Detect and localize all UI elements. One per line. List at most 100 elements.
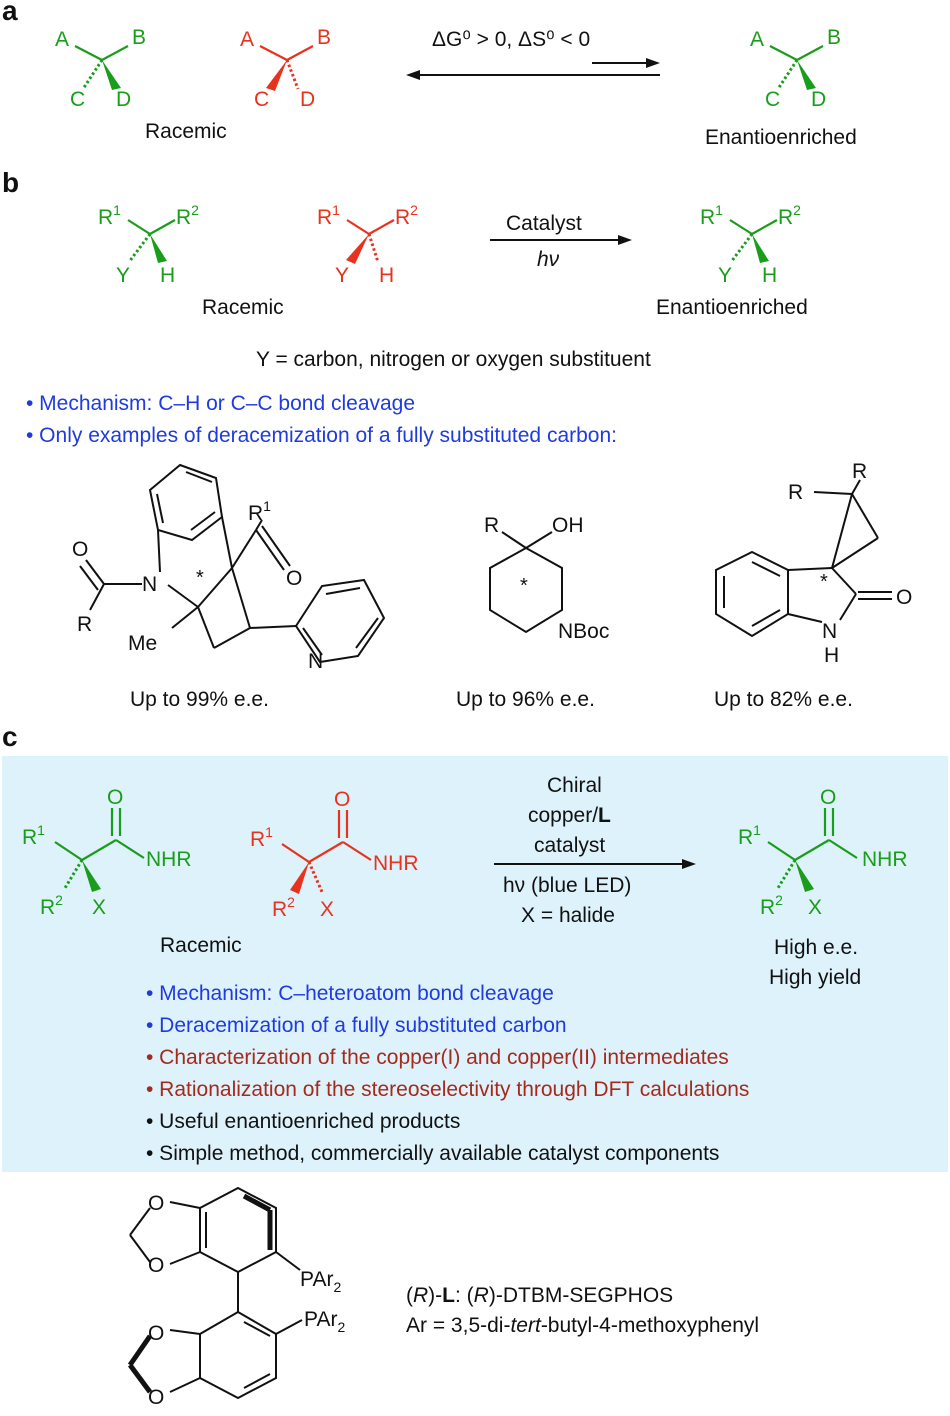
- atom-r1: R1: [248, 498, 271, 525]
- atom-n: N: [822, 620, 837, 643]
- panel-c-amide-green-right: [767, 808, 858, 892]
- enantioenriched-label: Enantioenriched: [656, 296, 808, 319]
- atom-b: B: [132, 26, 146, 49]
- panel-a-molecule-red: [259, 45, 314, 91]
- panel-b-bullet: • Only examples of deracemization of a f…: [26, 424, 617, 447]
- r1-label: R1: [700, 202, 723, 229]
- atom-r1: R1: [22, 822, 45, 849]
- atom-r: R: [484, 514, 499, 537]
- atom-c: C: [254, 88, 269, 111]
- arrow-condition-light: hν (blue LED): [503, 874, 631, 897]
- y-label: Y: [718, 264, 732, 287]
- arrow-condition-copper: copper/L: [528, 804, 611, 827]
- example-ee: Up to 99% e.e.: [130, 688, 269, 711]
- atom-x: X: [92, 896, 106, 919]
- atom-nhr: NHR: [373, 852, 419, 875]
- atom-x: X: [808, 896, 822, 919]
- y-definition: Y = carbon, nitrogen or oxygen substitue…: [256, 348, 651, 371]
- atom-r2: R2: [760, 892, 783, 919]
- panel-a-molecule-green-left: [74, 45, 129, 90]
- atom-par2: PAr2: [300, 1268, 341, 1295]
- r2-label: R2: [176, 202, 199, 229]
- atom-nboc: NBoc: [558, 620, 609, 643]
- atom-a: A: [55, 28, 69, 51]
- panel-c-amide-green-left: [54, 808, 145, 892]
- racemic-label: Racemic: [160, 934, 242, 957]
- atom-o: O: [148, 1386, 164, 1409]
- atom-r: R: [852, 460, 867, 483]
- atom-h: H: [824, 644, 839, 667]
- arrow-condition-chiral: Chiral: [547, 774, 602, 797]
- atom-o: O: [286, 567, 302, 590]
- atom-n-pyridine: N: [308, 650, 323, 673]
- atom-o: O: [148, 1254, 164, 1277]
- ligand-ar-definition: Ar = 3,5-di-tert-butyl-4-methoxyphenyl: [406, 1314, 759, 1337]
- panel-b-bullet: • Mechanism: C–H or C–C bond cleavage: [26, 392, 415, 415]
- atom-par2: PAr2: [304, 1308, 345, 1335]
- atom-me: Me: [128, 632, 157, 655]
- atom-b: B: [317, 26, 331, 49]
- atom-nhr: NHR: [146, 848, 192, 871]
- atom-o: O: [107, 786, 123, 809]
- panel-c-amide-red: [281, 810, 372, 894]
- stereo-star: *: [820, 571, 828, 593]
- ligand-structure: O O O O PAr2 PAr2 (R)-L: (R)-DTBM-SEGPHO…: [127, 1186, 759, 1409]
- arrow-condition-halide: X = halide: [521, 904, 615, 927]
- r2-label: R2: [778, 202, 801, 229]
- r1-label: R1: [317, 202, 340, 229]
- panel-c-bullet: • Mechanism: C–heteroatom bond cleavage: [146, 982, 554, 1005]
- product-high-ee: High e.e.: [774, 936, 858, 959]
- h-label: H: [762, 264, 777, 287]
- panel-c-bullet: • Simple method, commercially available …: [146, 1142, 719, 1165]
- atom-a: A: [240, 28, 254, 51]
- atom-r1: R1: [738, 822, 761, 849]
- atom-c: C: [765, 88, 780, 111]
- product-high-yield: High yield: [769, 966, 861, 989]
- reaction-arrow: [490, 235, 632, 245]
- panel-a-molecule-green-right: [769, 45, 824, 90]
- panel-a-label: a: [2, 0, 18, 26]
- r1-label: R1: [98, 202, 121, 229]
- atom-r2: R2: [40, 892, 63, 919]
- ligand-name: (R)-L: (R)-DTBM-SEGPHOS: [406, 1284, 673, 1307]
- h-label: H: [160, 264, 175, 287]
- y-label: Y: [335, 264, 349, 287]
- stereo-star: *: [196, 567, 204, 589]
- atom-r: R: [788, 481, 803, 504]
- panel-b: b R1 R2 Y H R1 R2 Y H Racemic Catalyst: [2, 167, 912, 711]
- h-label: H: [379, 264, 394, 287]
- reaction-arrow: [494, 859, 696, 869]
- stereo-star: *: [520, 575, 528, 597]
- racemic-label: Racemic: [202, 296, 284, 319]
- atom-d: D: [811, 88, 826, 111]
- equilibrium-condition: ΔG⁰ > 0, ΔS⁰ < 0: [432, 28, 590, 51]
- atom-o: O: [896, 586, 912, 609]
- panel-c-background: [2, 756, 948, 1172]
- panel-b-molecule-red: [346, 219, 395, 264]
- panel-c-bullet: • Deracemization of a fully substituted …: [146, 1014, 567, 1037]
- example-structure-cyclobutane-indoline: [79, 463, 386, 664]
- racemic-label: Racemic: [145, 120, 227, 143]
- panel-c-bullet: • Characterization of the copper(I) and …: [146, 1046, 729, 1069]
- example-structure-spirooxindole: [715, 479, 892, 638]
- atom-r1: R1: [250, 824, 273, 851]
- example-ee: Up to 82% e.e.: [714, 688, 853, 711]
- atom-o: O: [72, 538, 88, 561]
- panel-c-bullet: • Useful enantioenriched products: [146, 1110, 460, 1133]
- atom-o: O: [334, 788, 350, 811]
- panel-c: c O NHR R1 R2 X O NHR R1 R2: [2, 721, 948, 1172]
- atom-n: N: [142, 573, 157, 596]
- example-ee: Up to 96% e.e.: [456, 688, 595, 711]
- panel-b-molecule-green-right: [729, 219, 778, 263]
- atom-o: O: [820, 786, 836, 809]
- atom-r: R: [77, 613, 92, 636]
- r2-label: R2: [395, 202, 418, 229]
- atom-nhr: NHR: [862, 848, 908, 871]
- panel-c-label: c: [2, 721, 18, 752]
- arrow-condition-catalyst: catalyst: [534, 834, 605, 857]
- panel-c-bullet: • Rationalization of the stereoselectivi…: [146, 1078, 749, 1101]
- atom-oh: OH: [552, 514, 584, 537]
- atom-b: B: [827, 26, 841, 49]
- atom-o: O: [148, 1322, 164, 1345]
